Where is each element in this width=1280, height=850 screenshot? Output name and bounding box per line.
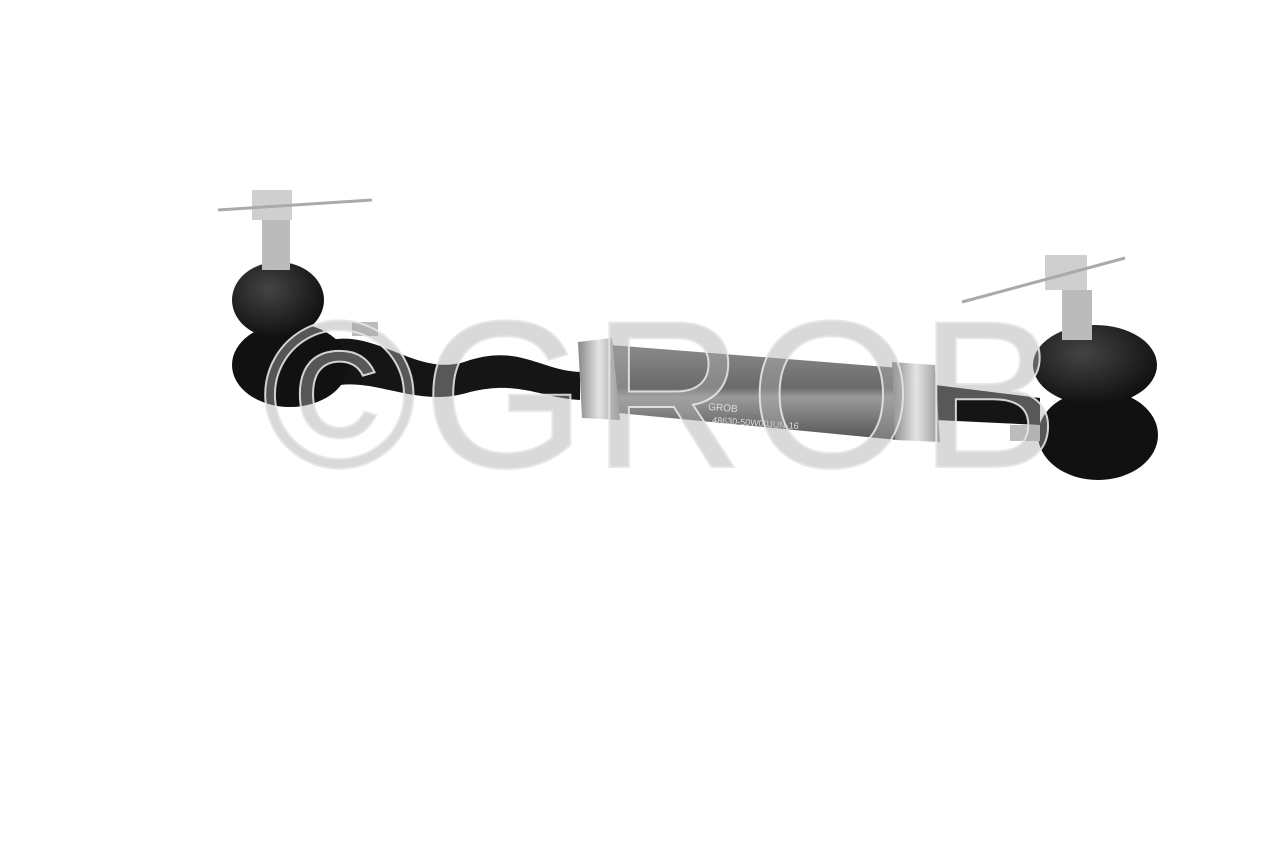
- sleeve-part-number: 48630-50W00: [712, 415, 769, 429]
- left-rod: [330, 338, 580, 400]
- left-stud: [262, 220, 290, 270]
- right-grease-fitting: [1010, 425, 1040, 441]
- watermark: ©GROB: [261, 277, 1066, 512]
- right-boot: [1033, 325, 1157, 405]
- right-socket: [1038, 390, 1158, 480]
- right-nut: [892, 362, 940, 442]
- right-cotter-pin: [961, 256, 1126, 304]
- left-nut: [578, 338, 620, 420]
- right-stud: [1062, 290, 1092, 340]
- left-cotter-pin: [217, 198, 373, 212]
- sleeve-date-code: JUN-16: [768, 419, 799, 431]
- sleeve-brand: GROB: [708, 402, 738, 415]
- right-rod: [935, 385, 1040, 425]
- left-grease-fitting: [352, 322, 378, 336]
- left-boot: [232, 262, 324, 338]
- adjuster-sleeve: [608, 345, 900, 440]
- left-socket: [232, 323, 348, 407]
